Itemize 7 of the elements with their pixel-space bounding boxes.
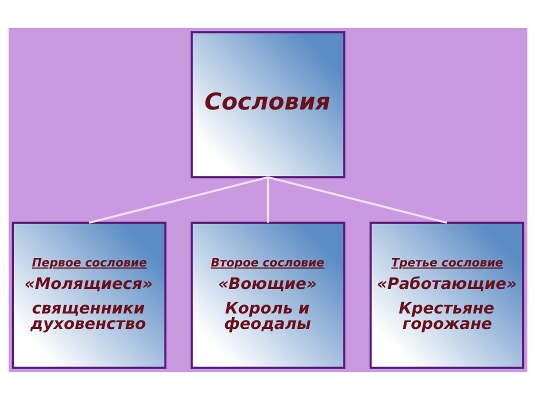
node-box: Сословия: [190, 31, 346, 178]
connector: [88, 176, 268, 224]
connector: [266, 177, 270, 223]
connector: [268, 176, 448, 224]
node-box: Второе сословие «Воющие» Король и феодалы: [190, 222, 346, 369]
node-box: Первое сословие «Молящиеся» священники духовенство: [12, 222, 166, 369]
node-box: Третье сословие «Работающие» Крестьяне горожане: [370, 222, 524, 369]
